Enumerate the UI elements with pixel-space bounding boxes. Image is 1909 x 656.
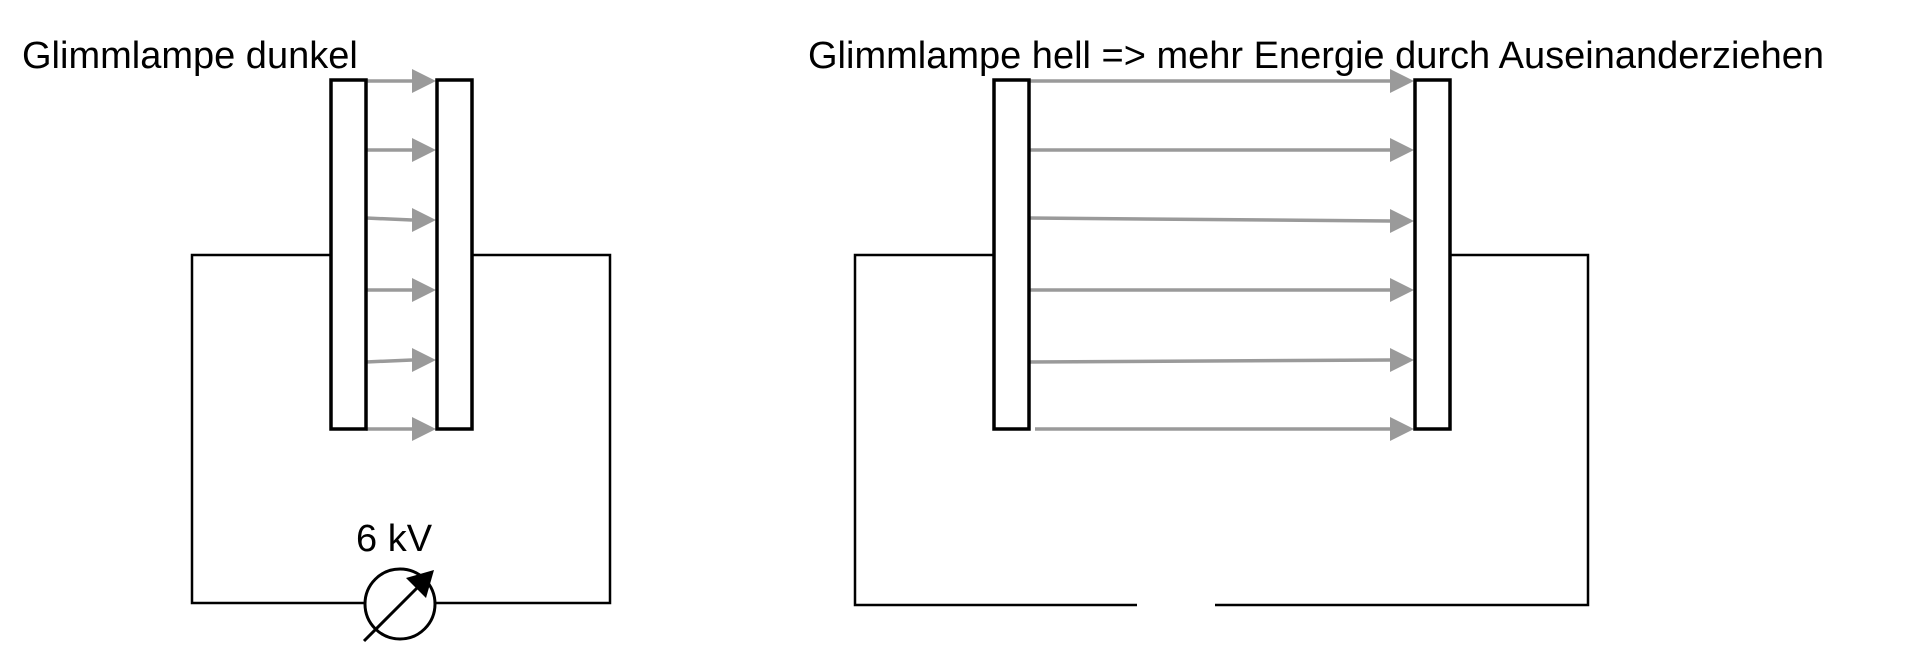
right-title: Glimmlampe hell => mehr Energie durch Au… — [808, 35, 1824, 77]
left-setup: Glimmlampe dunkel 6 kV — [22, 35, 612, 643]
voltage-source-symbol — [362, 567, 437, 643]
field-arrow — [366, 417, 436, 441]
left-title: Glimmlampe dunkel — [22, 35, 358, 77]
left-wire-right — [434, 253, 612, 605]
right-wire-left — [853, 253, 1137, 607]
field-arrow — [1028, 348, 1414, 372]
field-arrow — [366, 278, 436, 302]
left-capacitor-plate-1 — [329, 78, 368, 431]
field-arrow — [1035, 417, 1414, 441]
right-capacitor-plate-1 — [992, 78, 1031, 431]
right-wire-right — [1215, 253, 1590, 607]
field-arrow — [1029, 278, 1414, 302]
left-field-lines — [365, 69, 436, 441]
field-arrow — [366, 138, 436, 162]
voltage-source-arrowhead — [406, 570, 434, 598]
voltage-source-arrow-line — [362, 581, 424, 643]
field-arrow — [366, 69, 436, 93]
voltage-source-label: 6 kV — [356, 518, 433, 560]
field-arrow — [1029, 138, 1414, 162]
left-wire-left — [190, 253, 366, 605]
right-capacitor-plate-2 — [1413, 78, 1452, 431]
field-arrow — [365, 348, 436, 372]
right-setup: Glimmlampe hell => mehr Energie durch Au… — [808, 35, 1824, 607]
right-field-lines — [1028, 69, 1414, 441]
field-arrow — [365, 208, 436, 232]
field-arrow — [1028, 209, 1414, 233]
field-arrow — [1029, 69, 1414, 93]
left-capacitor-plate-2 — [435, 78, 474, 431]
